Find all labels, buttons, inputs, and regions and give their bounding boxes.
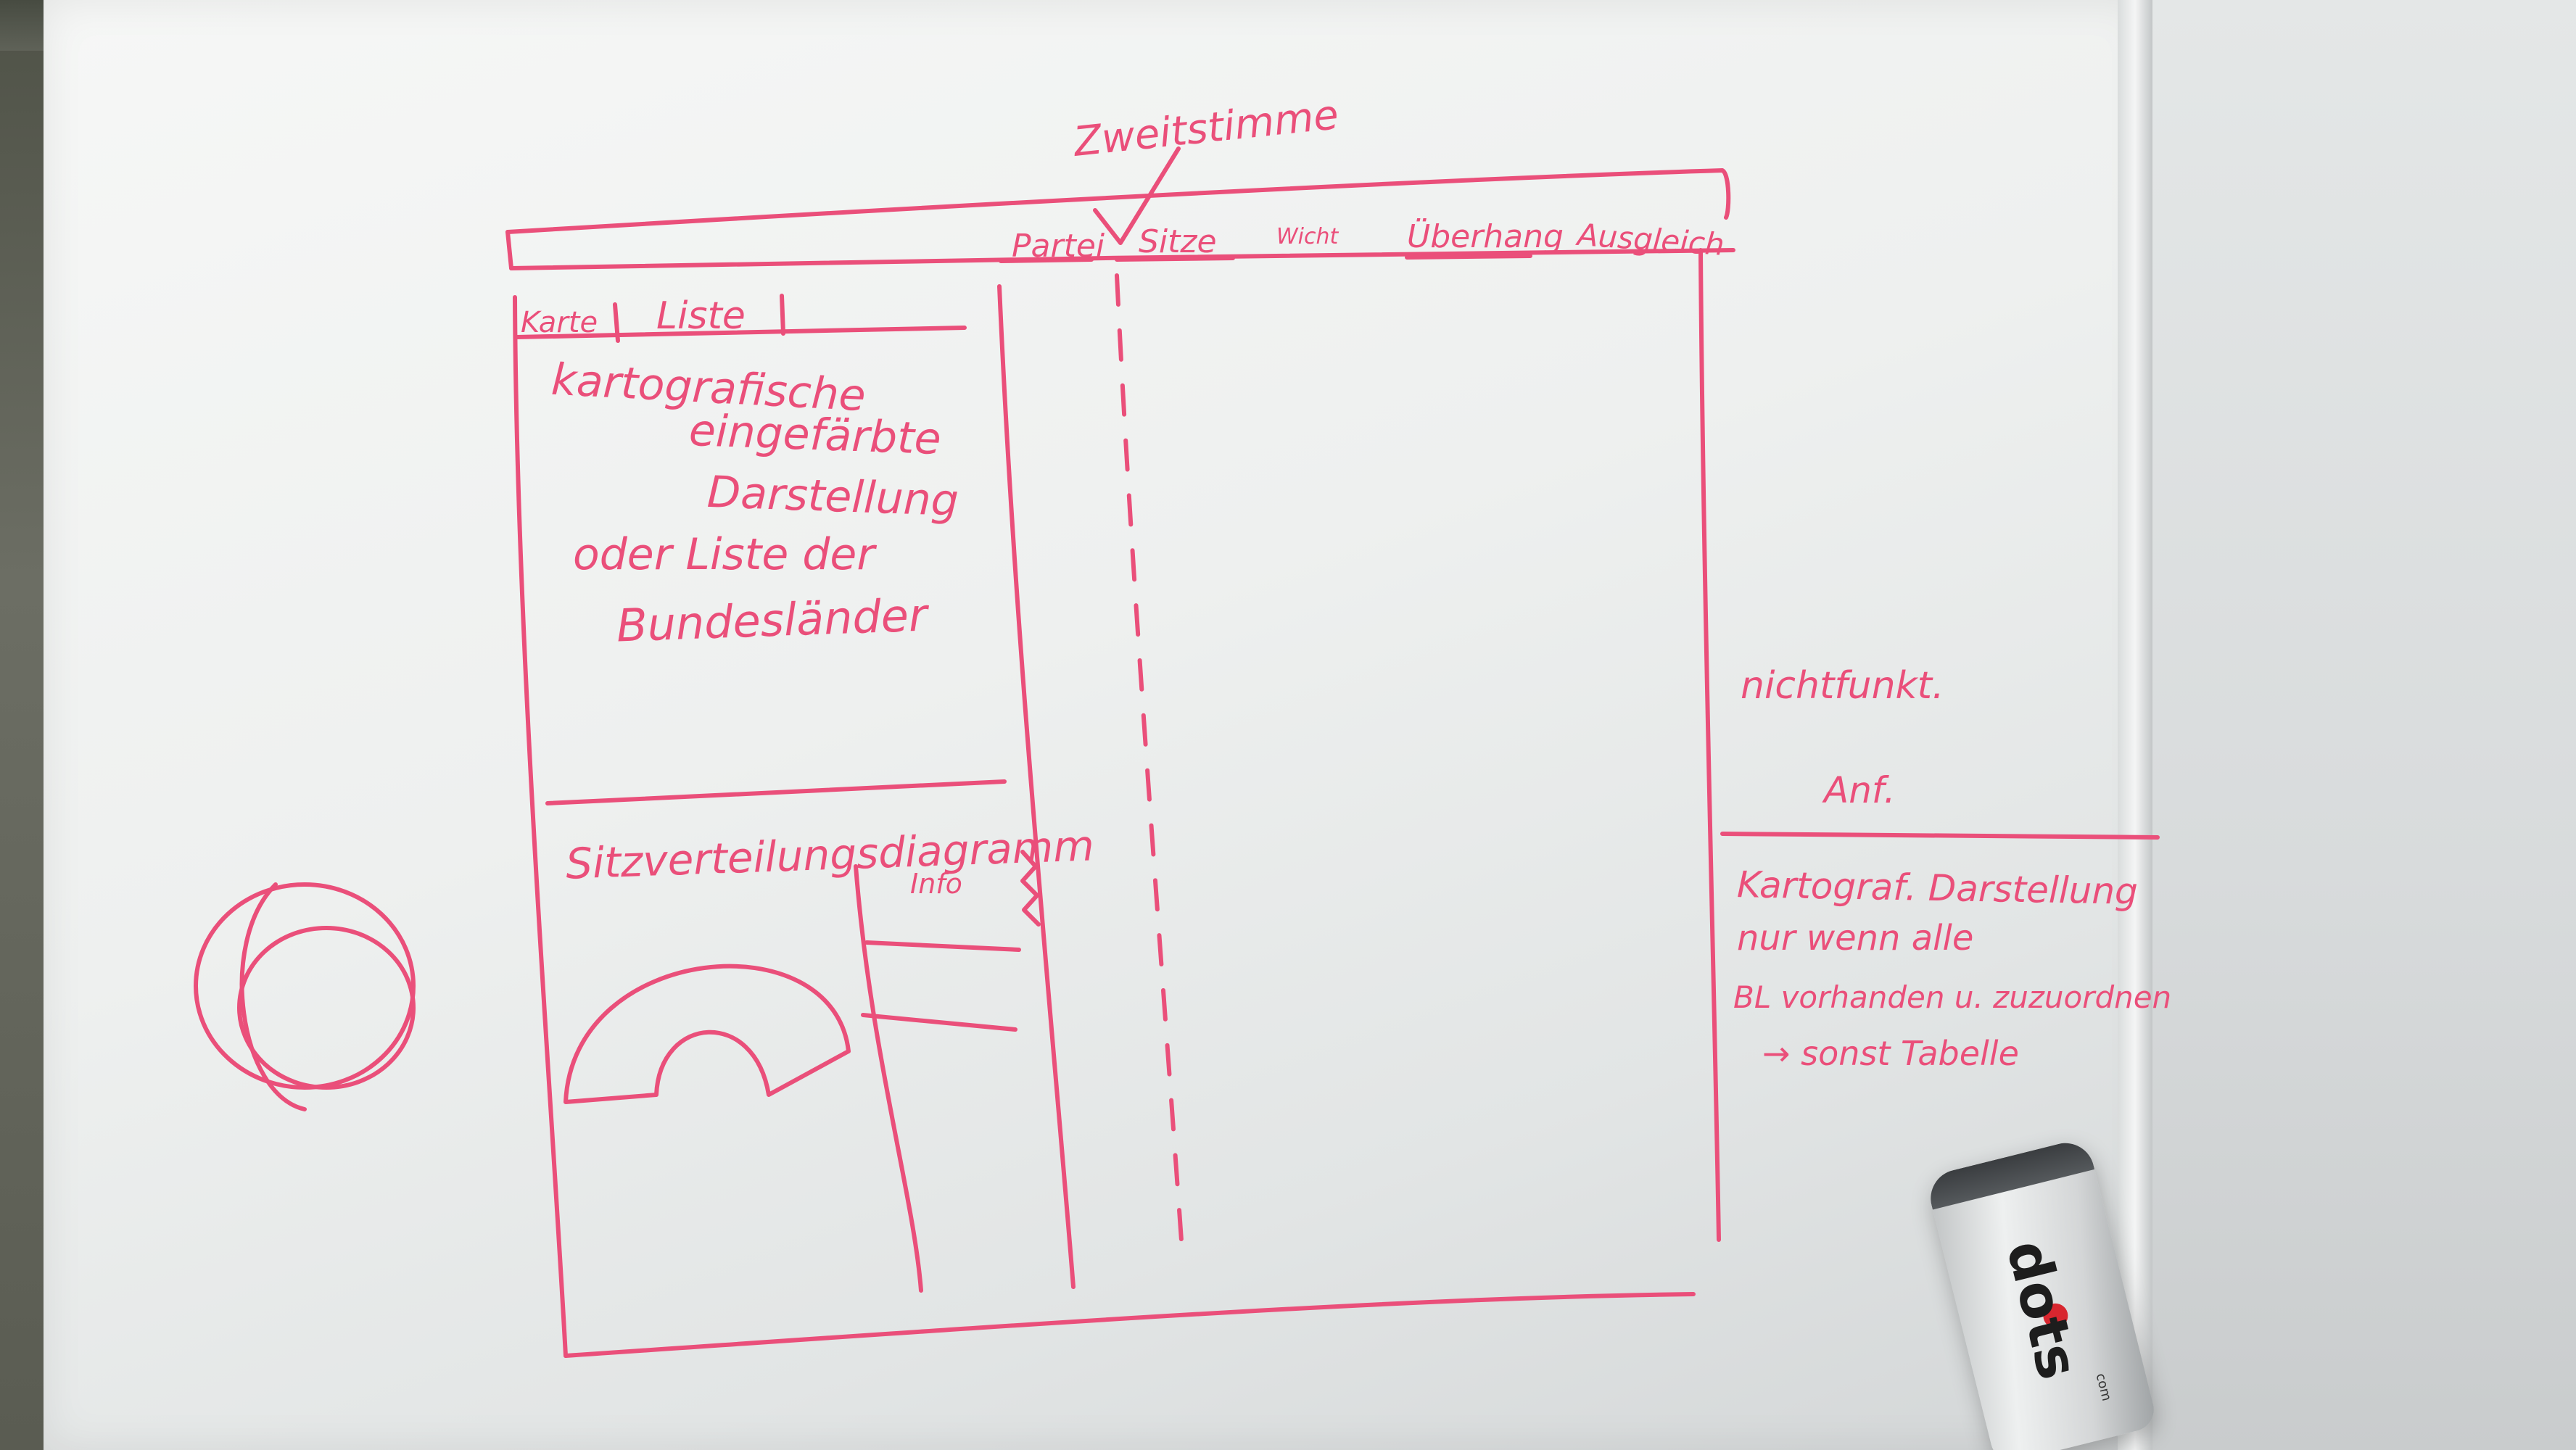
side-note-line-2: nur wenn alle: [1737, 918, 1974, 958]
column-header-1: Partei: [1012, 228, 1105, 265]
panel-text-line-4: oder Liste der: [573, 529, 875, 580]
circle-doodle-icon: [237, 926, 416, 1090]
header-bar-top: [505, 168, 1731, 234]
panel-text-line-2: eingefärbte: [688, 405, 942, 465]
whiteboard-frame: [2118, 0, 2152, 1450]
panel-divider: [545, 779, 1007, 805]
side-note-line-1: Kartograf. Darstellung: [1736, 863, 2139, 913]
header-bar-left: [505, 230, 513, 270]
whiteboard: [44, 0, 2147, 1450]
info-separator: [854, 864, 923, 1293]
tab-divider-2: [780, 294, 785, 336]
panel-separator: [997, 284, 1076, 1289]
side-note-2: Anf.: [1824, 769, 1896, 811]
column-header-3: Wicht: [1276, 224, 1339, 249]
column-underline-3: [1405, 254, 1532, 260]
frame-left: [513, 295, 568, 1358]
wall-right: [2152, 0, 2576, 1450]
tab-karte: Karte: [521, 306, 598, 339]
circle-doodle-icon: [194, 882, 416, 1090]
column-header-2: Sitze: [1139, 223, 1217, 260]
column-underline-2: [1115, 256, 1235, 262]
side-note-line-4: → sonst Tabelle: [1762, 1034, 2019, 1073]
info-label: Info: [910, 868, 962, 900]
tab-divider-1: [613, 302, 620, 343]
tab-liste: Liste: [656, 294, 746, 338]
circle-doodle-icon: [239, 882, 307, 1111]
seat-diagram-icon: [564, 964, 851, 1104]
panel-text-line-5: Bundesländer: [615, 588, 928, 652]
frame-right: [1698, 248, 1721, 1242]
dashed-divider: [1115, 273, 1184, 1253]
frame-bottom: [564, 1292, 1696, 1358]
info-line-1: [864, 940, 1021, 952]
column-header-4: Überhang: [1407, 218, 1564, 255]
panel-text-line-3: Darstellung: [706, 466, 959, 527]
zigzag: [1020, 850, 1041, 927]
column-underline-1: [999, 257, 1094, 263]
check-mark: [1093, 146, 1181, 245]
eraser-brand: dots: [1993, 1234, 2091, 1386]
side-note-divider: [1720, 832, 2160, 840]
info-line-2: [861, 1013, 1017, 1032]
tab-underline: [514, 326, 967, 339]
side-note-line-3: BL vorhanden u. zuzuordnen: [1733, 979, 2172, 1015]
eraser-brand-suffix: com: [2092, 1372, 2115, 1403]
side-note-1: nichtfunkt.: [1741, 664, 1944, 708]
